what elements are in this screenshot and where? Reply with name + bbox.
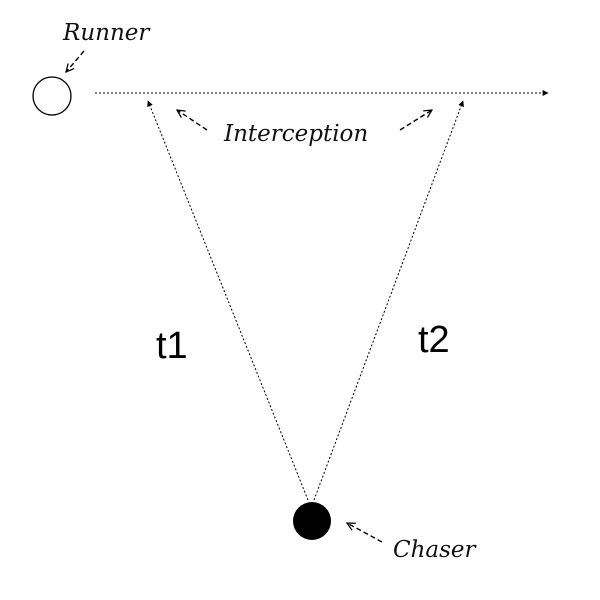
interception-label: Interception <box>223 121 368 147</box>
path-2-time-label: t2 <box>418 319 450 361</box>
runner-pointer-arrow <box>66 50 85 72</box>
interception-right-pointer-arrow <box>399 110 432 131</box>
interception-path-1-line <box>147 100 309 501</box>
interception-path-2-line <box>313 100 464 501</box>
chaser-label: Chaser <box>393 537 478 563</box>
interception-left-pointer-arrow <box>177 110 208 131</box>
path-1-time-label: t1 <box>156 325 188 367</box>
chaser-pointer-arrow <box>347 523 383 543</box>
chaser-circle <box>293 502 331 540</box>
runner-circle <box>32 76 72 116</box>
runner-label: Runner <box>62 20 151 46</box>
